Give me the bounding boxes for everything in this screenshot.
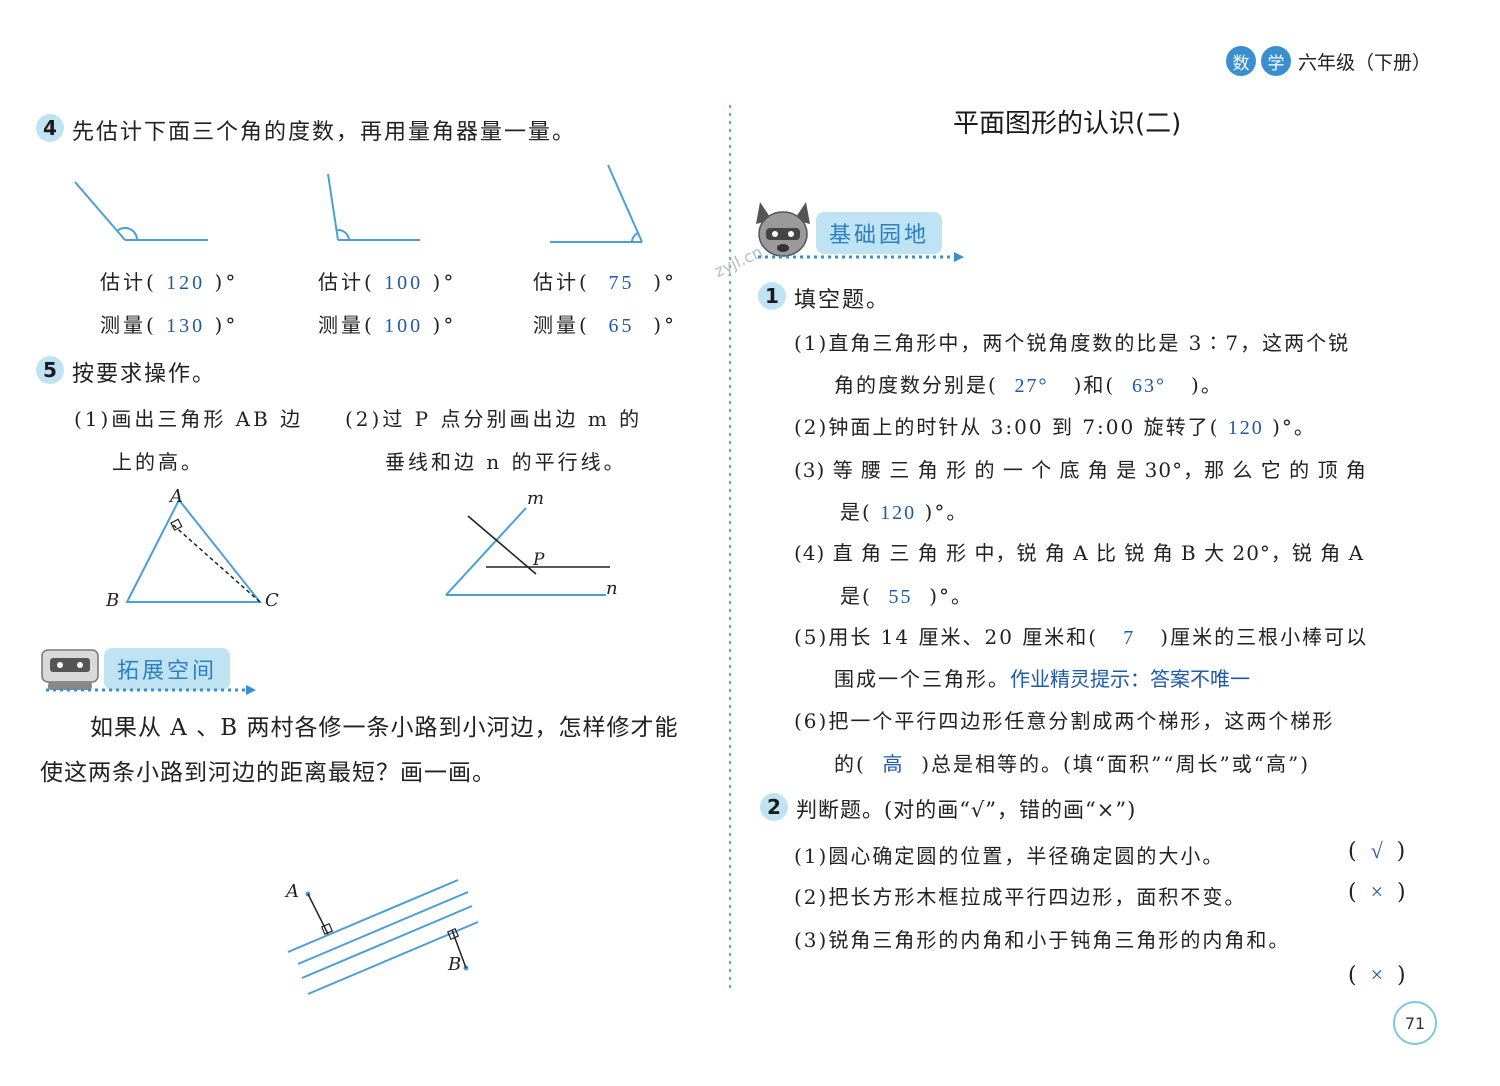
lines-mn-figure xyxy=(445,507,610,596)
angle2-measure-answer: 100 xyxy=(384,315,424,337)
q1-item6-answer: 高 xyxy=(882,754,905,776)
q1-item2-line1: (2)钟面上的时针从 3:00 到 7:00 旋转了( 120 )°。 xyxy=(794,415,1316,439)
q1-item1-line2: 角的度数分别是( 27° )和( 63° )。 xyxy=(834,373,1223,397)
right-angle-b xyxy=(446,927,460,941)
subject-badge-shu: 数 xyxy=(1226,46,1256,76)
river-line-3 xyxy=(301,905,473,979)
triangle-label-c: C xyxy=(265,590,279,611)
q2-item2-text: (2)把长方形木框拉成平行四边形，面积不变。 xyxy=(794,885,1247,909)
q1-item5-line2: 围成一个三角形。作业精灵提示：答案不唯一 xyxy=(834,667,1250,691)
q2-number-badge: 2 xyxy=(760,793,788,821)
q1-item5-answer: 7 xyxy=(1123,627,1136,649)
q2-item1-mark: ( √ ) xyxy=(1348,838,1406,864)
q1-item5-hint: 作业精灵提示：答案不唯一 xyxy=(1010,669,1250,691)
q1-item4-line2: 是( 55 )°。 xyxy=(840,584,974,608)
angle2-arc xyxy=(336,228,350,241)
subject-badge-xue: 学 xyxy=(1261,46,1291,76)
q1-number-badge: 1 xyxy=(758,282,786,310)
q2-text: 判断题。(对的画“√”，错的画“×”) xyxy=(796,798,1137,822)
q4-angles-figure xyxy=(74,164,643,243)
extension-text-line1: 如果从 A 、B 两村各修一条小路到小河边，怎样修才能 xyxy=(90,715,679,741)
line-m xyxy=(445,507,527,596)
page-number: 71 xyxy=(1393,1001,1437,1045)
river-line-4 xyxy=(307,921,479,995)
q1-item3-answer: 120 xyxy=(880,502,917,524)
q1-item2-answer: 120 xyxy=(1227,417,1264,439)
path-a-to-river xyxy=(307,893,329,935)
line-label-n: n xyxy=(606,578,618,599)
q2-item1-text: (1)圆心确定圆的位置，半径确定圆的大小。 xyxy=(794,844,1225,868)
q1-item4-line1: (4) 直 角 三 角 形 中，锐 角 A 比 锐 角 B 大 20°，锐 角 … xyxy=(794,541,1365,565)
river-line-2 xyxy=(297,891,469,965)
angle3-arm-b xyxy=(607,164,643,243)
angle3-estimate: 估计( 75 )° xyxy=(533,270,678,294)
q5-number-badge: 5 xyxy=(36,356,64,384)
angle1-measure-answer: 130 xyxy=(166,315,206,337)
extension-text-line2: 使这两条小路到河边的距离最短？画一画。 xyxy=(40,760,496,786)
angle2-estimate-answer: 100 xyxy=(384,272,424,294)
angle3-arc xyxy=(631,232,639,243)
q5-part2-line2: 垂线和边 n 的平行线。 xyxy=(385,450,627,474)
q5-part2-line1: (2)过 P 点分别画出边 m 的 xyxy=(345,407,643,431)
q1-item6-line1: (6)把一个平行四边形任意分割成两个梯形，这两个梯形 xyxy=(794,709,1335,733)
q5-part1-line2: 上的高。 xyxy=(112,450,204,474)
river-label-a: A xyxy=(286,881,299,902)
q5-part1-line1: (1)画出三角形 AB 边 xyxy=(74,407,304,431)
q1-text: 填空题。 xyxy=(794,288,891,313)
angle2-arm-a xyxy=(327,173,339,241)
q5-text: 按要求操作。 xyxy=(72,362,217,387)
page-title: 平面图形的认识(二) xyxy=(953,109,1182,139)
triangle-height-line xyxy=(170,522,261,603)
line-label-m: m xyxy=(527,488,545,509)
q1-item3-line2: 是( 120 )°。 xyxy=(840,500,969,524)
q2-item3-mark: ( × ) xyxy=(1348,962,1406,988)
q4-number-badge: 4 xyxy=(36,114,64,142)
river-label-b: B xyxy=(448,954,462,975)
river-line-1 xyxy=(287,879,459,953)
q1-item1-line1: (1)直角三角形中，两个锐角度数的比是 3∶7，这两个锐 xyxy=(794,331,1351,355)
path-b-to-river xyxy=(451,929,467,969)
q1-item6-line2: 的( 高 )总是相等的。(填“面积”“周长”或“高”) xyxy=(834,752,1311,776)
triangle-abc-figure xyxy=(125,498,263,603)
basics-banner-underline xyxy=(758,252,964,262)
q4-text: 先估计下面三个角的度数，再用量角器量一量。 xyxy=(72,120,577,145)
angle3-measure: 测量( 65 )° xyxy=(533,313,678,337)
angle3-measure-answer: 65 xyxy=(608,315,635,337)
angle3-estimate-answer: 75 xyxy=(608,272,635,294)
perpendicular-to-m xyxy=(467,515,537,575)
triangle-label-b: B xyxy=(106,590,120,611)
grade-label: 六年级（下册） xyxy=(1298,52,1432,74)
page-divider xyxy=(729,105,731,993)
river-figure xyxy=(287,879,479,995)
angle1-estimate-answer: 120 xyxy=(166,272,206,294)
right-angle-mark xyxy=(170,518,183,531)
angle1-estimate: 估计( 120 )° xyxy=(100,270,239,294)
q1-item1-answer2: 63° xyxy=(1131,375,1166,397)
triangle-abc xyxy=(125,498,263,603)
angle1-arc xyxy=(116,226,139,241)
dog-mascot-icon xyxy=(756,202,810,257)
basics-banner: 基础园地 xyxy=(816,212,942,254)
extension-banner-underline xyxy=(46,685,256,695)
robot-mascot-icon xyxy=(41,649,99,690)
q2-item3-text: (3)锐角三角形的内角和小于钝角三角形的内角和。 xyxy=(794,928,1291,952)
point-label-p: P xyxy=(533,550,545,570)
right-angle-a xyxy=(320,922,334,936)
q2-item2-mark: ( × ) xyxy=(1348,879,1406,905)
angle2-measure: 测量( 100 )° xyxy=(318,313,457,337)
q1-item4-answer: 55 xyxy=(888,586,913,608)
triangle-label-a: A xyxy=(170,486,183,507)
q1-item1-answer1: 27° xyxy=(1014,375,1049,397)
angle2-estimate: 估计( 100 )° xyxy=(318,270,457,294)
q1-item3-line1: (3) 等 腰 三 角 形 的 一 个 底 角 是 30°，那 么 它 的 顶 … xyxy=(794,458,1367,482)
angle1-measure: 测量( 130 )° xyxy=(100,313,239,337)
q1-item5-line1: (5)用长 14 厘米、20 厘米和( 7 )厘米的三根小棒可以 xyxy=(794,625,1369,649)
extension-banner: 拓展空间 xyxy=(104,648,230,690)
